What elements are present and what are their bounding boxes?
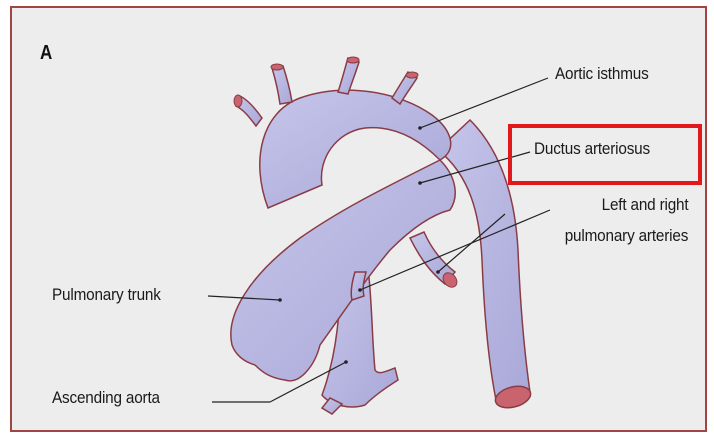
label-pulmonary-arteries-line1: Left and right	[601, 195, 688, 215]
pointer-dot-aa	[344, 360, 348, 364]
arch-branch-opening-4	[406, 72, 418, 78]
pointer-aortic-isthmus	[420, 78, 548, 128]
label-pulmonary-arteries-line2: pulmonary arteries	[565, 226, 688, 246]
arch-branch-opening-3	[347, 57, 359, 63]
pointer-dot-pulm-left	[436, 270, 440, 274]
label-aortic-isthmus: Aortic isthmus	[555, 64, 649, 84]
arch-branch-2	[272, 66, 292, 104]
label-pulmonary-trunk: Pulmonary trunk	[52, 285, 161, 305]
pointer-dot-ductus	[418, 181, 422, 185]
highlight-box	[508, 124, 702, 185]
arch-branch-opening-2	[271, 64, 283, 70]
right-pulmonary-artery	[351, 272, 366, 300]
label-ascending-aorta: Ascending aorta	[52, 388, 160, 408]
pointer-dot-pulm-right	[358, 288, 362, 292]
panel-letter: A	[40, 42, 52, 65]
pointer-dot-trunk	[278, 298, 282, 302]
pointer-dot-aortic	[418, 126, 422, 130]
arch-branch-3	[338, 58, 359, 94]
arch-branch-opening-1	[234, 95, 242, 107]
